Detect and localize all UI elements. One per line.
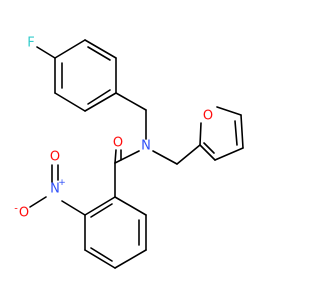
bond xyxy=(114,196,147,216)
bond xyxy=(61,200,86,216)
bond xyxy=(84,92,117,112)
bond xyxy=(87,46,111,61)
bond xyxy=(90,203,113,218)
bond xyxy=(199,122,202,146)
fluorophenyl-ring xyxy=(54,39,117,112)
bond xyxy=(84,249,116,269)
bond xyxy=(87,89,111,105)
nitrobenzene-ring xyxy=(84,196,147,269)
carbonyl-oxygen-atom: O xyxy=(113,136,123,151)
bond xyxy=(84,196,116,216)
nitro-nitrogen-charge: + xyxy=(58,178,66,188)
bond xyxy=(199,144,216,161)
bond xyxy=(115,92,147,111)
bond xyxy=(54,92,86,112)
furan-oxygen-atom: O xyxy=(203,109,213,124)
nitro-oxygen-single-atom: O - xyxy=(14,204,29,221)
fluorine-atom: F xyxy=(27,36,34,51)
nitro-oxygen-double-label: O xyxy=(50,150,60,165)
bond xyxy=(234,120,238,146)
nitro-nitrogen-label: N xyxy=(50,182,60,197)
bond xyxy=(214,147,244,161)
furan-oxygen-label: O xyxy=(203,109,213,124)
bond xyxy=(84,39,117,59)
furan-ring xyxy=(199,106,244,161)
molecule-structure-diagram: F N O O N + O O - xyxy=(14,36,244,269)
amide-nitrogen-atom: N xyxy=(141,139,151,154)
bond xyxy=(152,150,178,165)
nitro-oxygen-double-atom: O xyxy=(50,150,60,165)
nitro-oxygen-single-charge: - xyxy=(14,204,18,215)
carbonyl-oxygen-label: O xyxy=(113,136,123,151)
bond xyxy=(216,106,242,116)
bond xyxy=(203,142,215,154)
bond xyxy=(36,46,56,59)
bond xyxy=(114,150,140,164)
bond xyxy=(90,247,113,262)
bond xyxy=(240,114,244,149)
bond xyxy=(114,249,147,269)
nitro-oxygen-single-label: O xyxy=(19,206,29,221)
amide-nitrogen-label: N xyxy=(141,139,151,154)
bond xyxy=(29,196,47,208)
fluorine-label: F xyxy=(27,36,34,51)
bond xyxy=(176,144,201,165)
nitro-nitrogen-atom: N + xyxy=(50,178,66,197)
bond xyxy=(54,39,86,59)
bond xyxy=(114,149,117,164)
